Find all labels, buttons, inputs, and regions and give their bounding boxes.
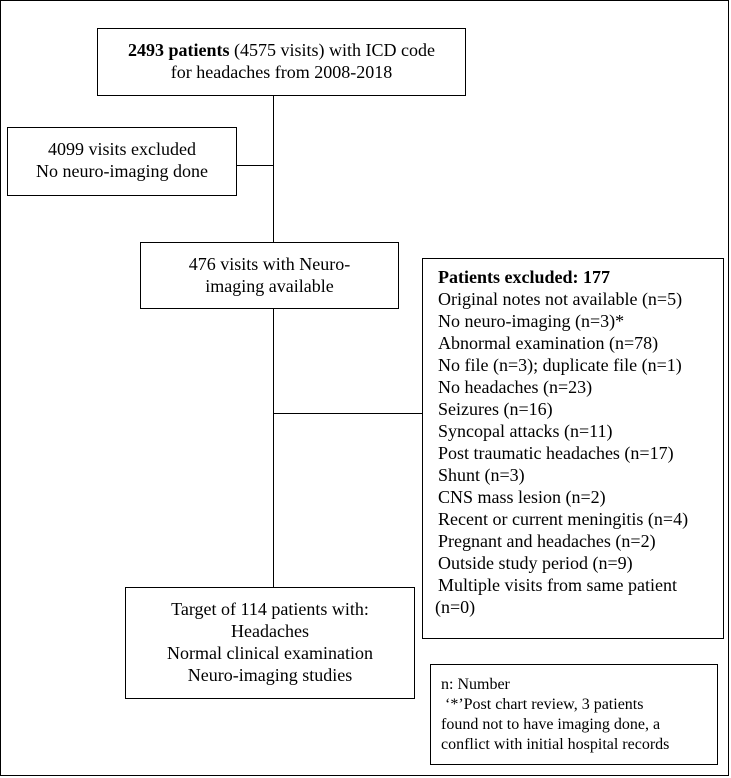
target-line3: Normal clinical examination (167, 643, 373, 663)
patients-excluded-box: Patients excluded: 177 Original notes no… (422, 258, 724, 639)
exclusion-reason: Recent or current meningitis (n=4) (438, 509, 689, 529)
exclusion-reason: No neuro-imaging (n=3)* (438, 311, 625, 331)
exclusion-reason: Original notes not available (n=5) (438, 289, 683, 309)
target-line2: Headaches (231, 621, 309, 641)
footnote-line1: n: Number (441, 676, 510, 693)
footnote-line4: conflict with initial hospital records (441, 736, 670, 753)
imaging-available-line2: imaging available (205, 276, 334, 296)
exclusion-reason: Post traumatic headaches (n=17) (438, 443, 674, 463)
footnote-box: n: Number ‘*’Post chart review, 3 patien… (430, 664, 718, 765)
connector-main-upper (273, 96, 274, 242)
excluded-visits-line1: 4099 visits excluded (48, 139, 196, 159)
connector-patients-excluded (273, 413, 422, 414)
excluded-visits-line2: No neuro-imaging done (36, 161, 208, 181)
exclusion-reason: No file (n=3); duplicate file (n=1) (438, 355, 682, 375)
patients-excluded-title: Patients excluded: 177 (438, 267, 610, 287)
exclusion-reason: CNS mass lesion (n=2) (438, 487, 606, 507)
exclusion-reason: (n=0) (435, 597, 476, 617)
exclusion-reason: No headaches (n=23) (438, 377, 593, 397)
target-line4: Neuro-imaging studies (187, 665, 353, 685)
footnote-line3: found not to have imaging done, a (441, 716, 661, 733)
exclusion-reason: Pregnant and headaches (n=2) (438, 531, 656, 551)
target-population-box: Target of 114 patients with: Headaches N… (125, 587, 415, 699)
target-line1: Target of 114 patients with: (171, 599, 369, 619)
initial-population-line2: for headaches from 2008-2018 (170, 62, 393, 82)
excluded-visits-box: 4099 visits excluded No neuro-imaging do… (7, 127, 237, 196)
exclusion-reason: Outside study period (n=9) (438, 553, 633, 573)
connector-main-lower (273, 309, 274, 587)
imaging-available-box: 476 visits with Neuro- imaging available (140, 242, 399, 309)
exclusion-reason: Syncopal attacks (n=11) (438, 421, 613, 441)
connector-excluded-visits (237, 165, 274, 166)
exclusion-reason: Multiple visits from same patient (438, 575, 677, 595)
footnote-line2: ‘*’Post chart review, 3 patients (441, 696, 644, 713)
initial-population-box: 2493 patients (4575 visits) with ICD cod… (97, 28, 466, 96)
exclusion-reason: Shunt (n=3) (438, 465, 525, 485)
imaging-available-line1: 476 visits with Neuro- (188, 254, 351, 274)
exclusion-reason: Abnormal examination (n=78) (438, 333, 659, 353)
exclusion-reason: Seizures (n=16) (438, 399, 553, 419)
patient-count: 2493 patients (128, 40, 230, 60)
visit-count-text: (4575 visits) with ICD code (229, 40, 435, 60)
exclusion-reason-list: Original notes not available (n=5) No ne… (435, 288, 723, 618)
initial-population-line1: 2493 patients (4575 visits) with ICD cod… (98, 39, 465, 61)
